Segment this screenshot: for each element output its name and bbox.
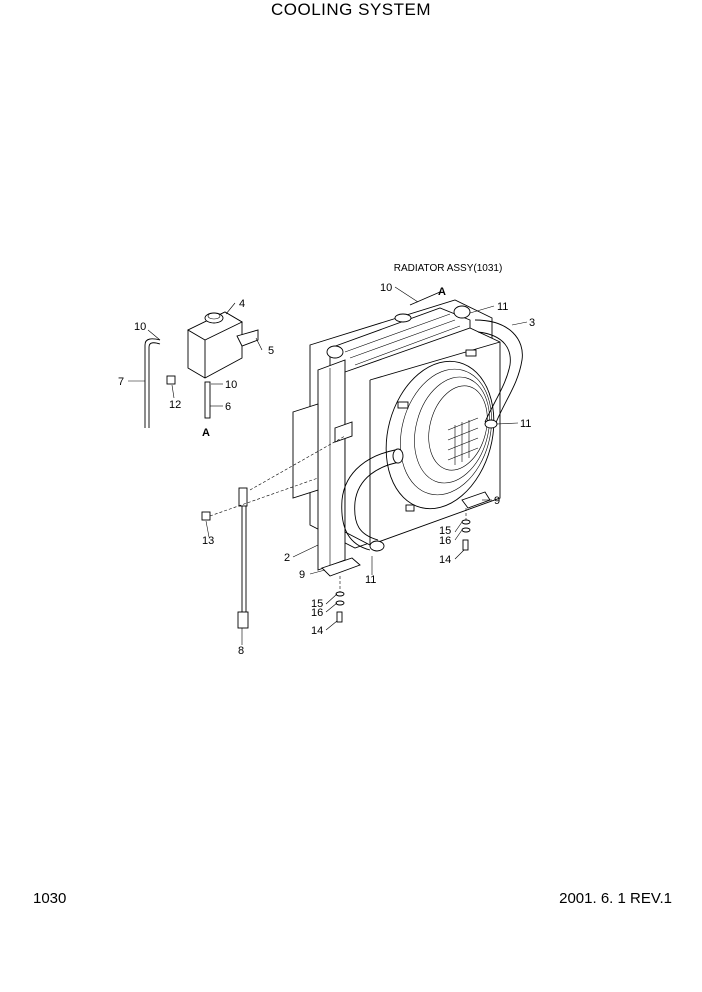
- callout-11: 11: [497, 301, 508, 313]
- callout-6: 6: [225, 401, 231, 413]
- plug: [166, 375, 176, 385]
- callout-16: 16: [439, 535, 451, 547]
- callout-A: A: [202, 427, 210, 439]
- revision-date: 2001. 6. 1 REV.1: [559, 890, 672, 907]
- support-rod: [237, 487, 249, 629]
- radiator-assembly: [292, 291, 523, 577]
- callout-9: 9: [494, 495, 500, 507]
- callout-7: 7: [118, 376, 124, 388]
- callout-14: 14: [439, 554, 451, 566]
- callout-10: 10: [134, 321, 146, 333]
- page-title: COOLING SYSTEM: [270, 0, 432, 19]
- assembly-label: RADIATOR ASSY(1031): [394, 263, 503, 274]
- callout-16: 16: [311, 607, 323, 619]
- callout-15: 15: [439, 525, 451, 537]
- callout-15: 15: [311, 598, 323, 610]
- callout-12: 12: [169, 399, 181, 411]
- callout-14: 14: [311, 625, 323, 637]
- callout-8: 8: [238, 645, 244, 657]
- washer-bolt-stack-left: [335, 591, 345, 623]
- callout-4: 4: [239, 298, 245, 310]
- overflow-tube: [144, 338, 161, 428]
- callout-11: 11: [365, 574, 376, 586]
- callout-3: 3: [529, 317, 535, 329]
- bolt: [201, 511, 211, 521]
- page-number: 1030: [33, 890, 67, 907]
- callout-13: 13: [202, 535, 214, 547]
- reservoir-tank: [187, 311, 259, 379]
- callout-10: 10: [380, 282, 392, 294]
- callout-10: 10: [225, 379, 237, 391]
- callout-9: 9: [299, 569, 305, 581]
- short-hose: [204, 381, 211, 419]
- callout-5: 5: [268, 345, 274, 357]
- callout-A: A: [438, 286, 446, 298]
- washer-bolt-stack-right: [461, 519, 471, 551]
- callout-11: 11: [520, 418, 531, 430]
- callout-2: 2: [284, 552, 290, 564]
